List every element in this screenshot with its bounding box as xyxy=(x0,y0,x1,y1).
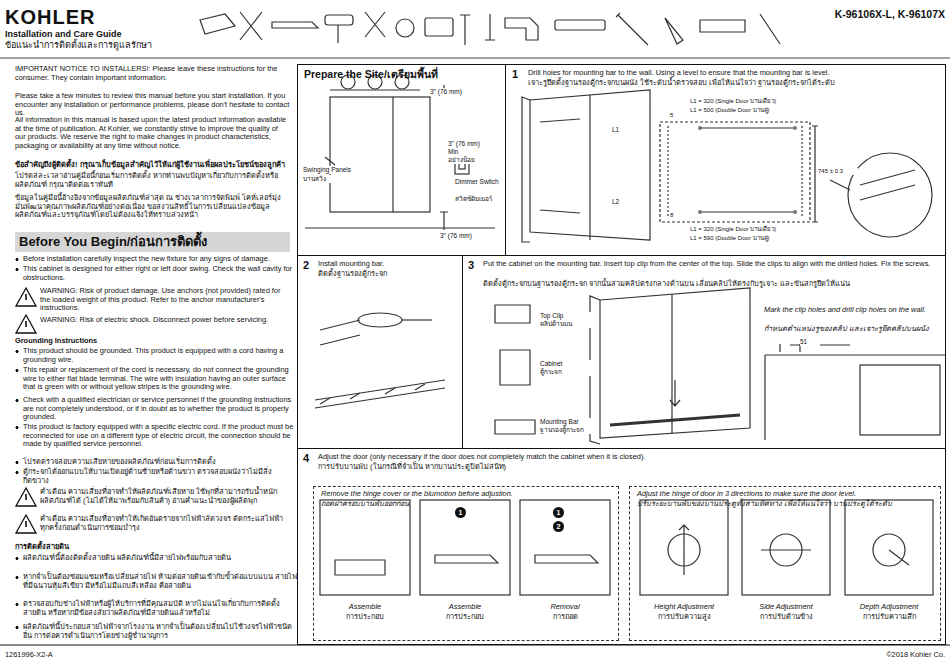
dimension: 8 xyxy=(670,212,680,219)
copyright: ©2018 Kohler Co. xyxy=(820,651,945,660)
bullet-text: ผลิตภัณฑ์นี้ต้องติดตั้งสายดิน ผลิตภัณฑ์น… xyxy=(15,554,298,563)
caption-text: Side Adjustment xyxy=(742,603,830,612)
caption-text: การปรับด้านข้าง xyxy=(742,613,830,622)
guide-title: ข้อแนะนำการติดตั้งและการดูแลรักษา xyxy=(5,40,205,51)
warning-text: WARNING: Risk of electric shock. Disconn… xyxy=(40,316,290,325)
panel-text: Adjust the hinge of door in 3 directions… xyxy=(637,490,935,499)
panel-text: Put the cabinet on the mounting bar. Ins… xyxy=(483,260,941,269)
dimension: Min xyxy=(448,148,503,156)
notice-text: IMPORTANT NOTICE TO INSTALLERS!: Please … xyxy=(15,65,290,82)
guide-title: Installation and Care Guide xyxy=(5,29,195,40)
warning-text: คำเตือน ความเสี่ยงที่อาจทำให้ผลิตภัณฑ์เส… xyxy=(40,488,290,505)
note-text: กำหนดตำแหน่งรูของคลิป และเจาะรูยึดคลิปบน… xyxy=(764,325,944,334)
section-heading: Grounding Instructions xyxy=(15,337,290,346)
dimension: 5 xyxy=(670,112,680,119)
model-number: K-96106X-L, K-96107X xyxy=(760,8,945,20)
dimension: 3" (76 mm) xyxy=(440,232,502,240)
dimension: L1 = 320 (Single Door บานเดี่ยว) xyxy=(690,226,840,233)
panel-text: ปรับระยะบานพับของบานประตูทั้งสามทิศทาง เ… xyxy=(637,500,935,509)
panel-text: Install mounting bar. xyxy=(318,260,458,269)
dimension: L1 = 500 (Double Door บานคู่) xyxy=(690,107,840,114)
callout-number: 2 xyxy=(553,521,564,532)
caption-text: การถอด xyxy=(520,613,610,622)
caption-text: Removal xyxy=(520,603,610,612)
panel-text: ถอดฝาครอบบานพับออกก่อน xyxy=(321,500,613,509)
bullet-text: ตรวจสอบกับช่างไฟฟ้าหรือผู้ให้บริการที่มี… xyxy=(15,600,298,617)
step-number: 1 xyxy=(512,68,526,81)
caption-text: การปรับความสูง xyxy=(640,613,728,622)
bullet-text: ตู้กระจกได้ออกแบบให้บานเปิดอยู่ด้านซ้ายห… xyxy=(15,468,298,485)
dimension: 3" (76 mm) xyxy=(448,140,503,148)
step-number: 3 xyxy=(468,259,482,272)
bullet-text: This repair or replacement of the cord i… xyxy=(15,366,298,392)
bullet-text: โปรดตรวจสอบความเสียหายของผลิตภัณฑ์ก่อนเร… xyxy=(15,458,298,467)
callout-number: 1 xyxy=(455,507,466,518)
warning-text: คำเตือน ความเสี่ยงที่อาจทำให้เกิดอันตราย… xyxy=(40,515,290,532)
dimension: 51 xyxy=(800,338,820,346)
notice-text: โปรดสละเวลาอ่านคู่มือนี้ก่อนเริ่มการติดต… xyxy=(15,172,290,189)
section-heading: การติดตั้งสายดิน xyxy=(15,543,290,552)
notice-text: All information in this manual is based … xyxy=(15,116,290,151)
bullet-text: This product is factory equipped with a … xyxy=(15,423,298,449)
panel-text: เจาะรูยึดตั้งฐานรองตู้กระจกบนผนัง ใช้ระด… xyxy=(528,79,940,88)
warning-text: WARNING: Risk of product damage. Use anc… xyxy=(40,287,290,313)
step-panel: 4Adjust the door (only necessary if the … xyxy=(297,448,946,645)
caption-text: การปรับความลึก xyxy=(845,613,933,622)
panel-text: Adjust the door (only necessary if the d… xyxy=(318,453,938,462)
caption-text: Assemble xyxy=(420,603,510,612)
part-label: บานสวิง xyxy=(303,175,363,183)
part-label: Swinging Panels xyxy=(303,166,363,174)
panel-text: การปรับบานพับ (ในกรณีที่จำเป็น หากบานประ… xyxy=(318,463,938,472)
step-panel: 2Install mounting bar.ติดตั้งฐานรองตู้กร… xyxy=(297,255,463,449)
caption-text: Height Adjustment xyxy=(640,603,728,612)
part-label: Dimmer Switch xyxy=(455,178,503,186)
part-label: ฐานรองตู้กระจก xyxy=(540,426,595,434)
dimension: L1 = 590 (Double Door บานคู่) xyxy=(690,235,840,242)
caption-text: Assemble xyxy=(320,603,410,612)
dimension: 3" (76 mm) xyxy=(430,88,500,96)
step-panel: 3Put the cabinet on the mounting bar. In… xyxy=(462,255,946,449)
notice-text: Please take a few minutes to review this… xyxy=(15,92,290,118)
panel-text: Prepare the Site/เตรียมพื้นที่ xyxy=(304,68,502,80)
part-label: ตู้กระจก xyxy=(540,368,595,376)
part-label: Cabinet xyxy=(540,360,595,368)
panel-text: Drill holes for mounting bar to the wall… xyxy=(528,69,940,78)
note-text: Mark the clip holes and drill clip holes… xyxy=(764,306,944,315)
part-label: คลิปด้านบน xyxy=(540,320,595,328)
panel-text: ติดตั้งฐานรองตู้กระจก xyxy=(318,270,458,279)
document-number: 1261996-X2-A xyxy=(5,651,125,660)
bullet-text: Before installation carefully inspect th… xyxy=(15,255,298,264)
brand-logo: KOHLER xyxy=(5,6,135,29)
notice-text: ข้อมูลในคู่มือนี้อ้างอิงจากข้อมูลผลิตภัณ… xyxy=(15,194,290,220)
section-band: Before You Begin/ก่อนการติดตั้ง xyxy=(15,232,290,252)
bullet-text: This cabinet is designed for either righ… xyxy=(15,265,298,282)
dimension: L1 xyxy=(612,126,628,134)
dimension: L1 = 320 (Single Door บานเดี่ยว) xyxy=(690,98,840,105)
caption-text: การประกอบ xyxy=(320,613,410,622)
step-number: 4 xyxy=(303,452,317,465)
step-number: 2 xyxy=(303,259,317,272)
bullet-text: Check with a qualified electrician or se… xyxy=(15,396,298,422)
part-label: Top Clip xyxy=(540,312,595,320)
bullet-text: This product should be grounded. This pr… xyxy=(15,347,298,364)
bullet-text: ผลิตภัณฑ์นี้ประกอบสายไฟฟ้าจากโรงงาน หากจ… xyxy=(15,623,298,640)
panel-text: Before You Begin/ก่อนการติดตั้ง xyxy=(19,234,287,249)
dimension: L2 xyxy=(612,198,628,206)
bullet-text: หากจำเป็นต้องซ่อมแซมหรือเปลี่ยนสายไฟ ห้า… xyxy=(15,573,298,590)
panel-text: Remove the hinge cover or the blumotion … xyxy=(321,490,613,499)
dimension: 745 ± 0.3 xyxy=(818,168,858,175)
part-label: สวิตช์ดิมเมอร์ xyxy=(455,195,503,203)
notice-text: ข้อสำคัญถึงผู้ติดตั้ง! กรุณาเก็บข้อมูลสำ… xyxy=(15,161,290,170)
callout-number: 1 xyxy=(553,507,564,518)
caption-text: การประกอบ xyxy=(420,613,510,622)
part-label: Mounting Bar xyxy=(540,418,595,426)
caption-text: Depth Adjustment xyxy=(845,603,933,612)
panel-text: ติดตั้งตู้กระจกบนฐานรองตู้กระจก จากนั้นส… xyxy=(483,280,941,289)
dimension: อย่างน้อย xyxy=(448,156,503,164)
